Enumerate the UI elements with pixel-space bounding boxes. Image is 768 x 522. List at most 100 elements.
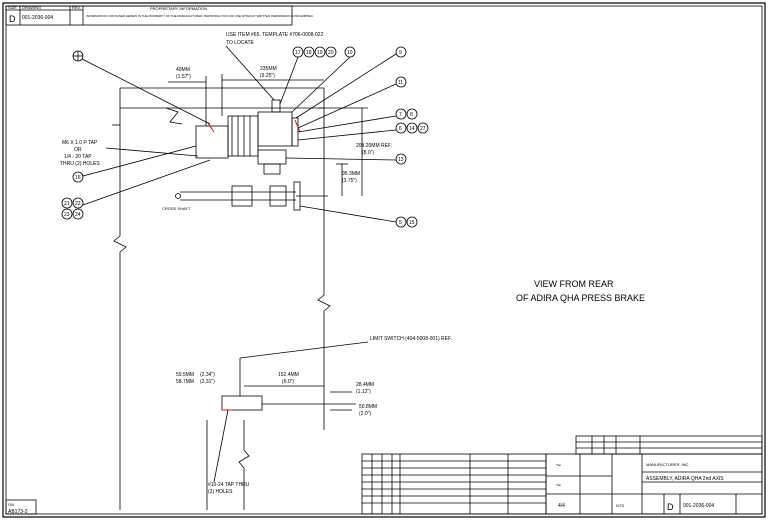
title-block-drawing-no: 001-2036-004: [683, 503, 714, 509]
limit-switch: LIMIT SWITCH (404-5008-001) REF. 59.5MM …: [176, 336, 452, 495]
dim-235mm: 235MM (9.25"): [221, 66, 324, 116]
proprietary-banner: PROPRIETARY INFORMATION: [150, 6, 207, 11]
title-block-scale: NTS: [616, 503, 624, 508]
balloon-6: 6: [395, 122, 407, 134]
template-note-line1: USE ITEM #65, TEMPLATE #706-0008-022: [226, 32, 324, 38]
dim-50mm-inch: (2.0"): [359, 411, 371, 417]
template-note-line2: TO LOCATE: [226, 40, 255, 46]
balloon-19: 19: [314, 46, 326, 58]
balloon-21: 21: [61, 197, 73, 209]
svg-text:14: 14: [409, 126, 415, 132]
proprietary-notice: INFORMATION CONTAINED HEREIN IS THE PROP…: [86, 14, 314, 18]
svg-text:6: 6: [399, 126, 402, 132]
svg-text:13: 13: [398, 157, 404, 163]
view-label-line2: OF ADIRA QHA PRESS BRAKE: [516, 293, 645, 303]
dim-40mm: 40MM (1.57"): [168, 67, 207, 126]
dim-50mm-value: 50.8MM: [359, 404, 377, 410]
drawing-number: 001-2036-004: [22, 15, 53, 21]
balloon-14: 14: [406, 122, 418, 134]
svg-text:22: 22: [75, 201, 81, 207]
sheet-ref-value: AB173-2: [8, 509, 28, 515]
balloon-8: 8: [406, 108, 418, 120]
tap-note: M6 X 1.0 P TAP OR 1/4 - 20 TAP THRU (2) …: [60, 140, 199, 167]
svg-text:16: 16: [75, 175, 81, 181]
tolerance-symbol-2: ~: [556, 480, 561, 490]
tap-line2: OR: [74, 147, 82, 153]
balloon-11: 11: [395, 76, 407, 88]
cross-shaft-label: CROSS SHAFT: [162, 206, 191, 211]
company-name: MANUFACTURER, INC.: [646, 462, 690, 467]
balloon-9: 9: [395, 46, 407, 58]
svg-text:7: 7: [399, 112, 402, 118]
dim-28mm-value: 28.4MM: [356, 382, 374, 388]
dim-203mm-value: 203.20MM: [356, 143, 380, 149]
tap-line1: M6 X 1.0 P TAP: [62, 140, 98, 146]
title-block-sheet: 4/4: [558, 503, 565, 509]
view-label-line1: VIEW FROM REAR: [534, 279, 614, 289]
svg-text:5: 5: [399, 220, 402, 226]
balloon-17: 17: [292, 46, 304, 58]
dim-152mm-inch: (6.0"): [282, 379, 294, 385]
datum-symbol: [72, 50, 211, 125]
limit-switch-note: LIMIT SWITCH (404-5008-001) REF.: [370, 336, 452, 342]
svg-text:8: 8: [410, 112, 413, 118]
tolerance-symbol-1: ~: [556, 460, 561, 470]
svg-text:10: 10: [347, 50, 353, 56]
drawing-header: DRAWING: [22, 5, 41, 10]
svg-text:19: 19: [317, 50, 323, 56]
motor-assembly: [195, 99, 301, 175]
balloon-18: 18: [303, 46, 315, 58]
sheet-ref: ON AB173-2: [5, 499, 37, 515]
dim-235mm-value: 235MM: [260, 66, 277, 72]
balloon-16: 16: [72, 171, 84, 183]
dim-59mm-value: 59.5MM: [176, 372, 194, 378]
dim-203mm-inch: (8.0"): [362, 150, 374, 156]
balloon-22: 22: [72, 197, 84, 209]
balloon-group: 17 18 19 20 10 9 11 7 8 6 14 27 13 16 21…: [61, 46, 429, 228]
svg-text:21: 21: [64, 201, 70, 207]
balloon-27: 27: [417, 122, 429, 134]
svg-text:9: 9: [399, 50, 402, 56]
dim-58mm-inch: (2.31"): [200, 379, 215, 385]
rev-header: REV.: [72, 5, 81, 10]
svg-text:11: 11: [398, 80, 403, 86]
title-block-size: D: [667, 502, 674, 512]
dim-40mm-inch: (1.57"): [176, 74, 191, 80]
template-note: USE ITEM #65, TEMPLATE #706-0008-022 TO …: [225, 32, 324, 101]
assembly-title: ASSEMBLY, ADIRA QHA 2nd AXIS: [646, 476, 724, 482]
svg-text:20: 20: [328, 50, 334, 56]
size-value: D: [9, 14, 16, 24]
cross-shaft: CROSS SHAFT: [162, 181, 328, 211]
dim-235mm-inch: (9.25"): [260, 73, 275, 79]
title-block: ~ ~ MANUFACTURER, INC. ASSEMBLY, ADIRA Q…: [361, 435, 763, 515]
svg-text:17: 17: [295, 50, 301, 56]
balloon-7: 7: [395, 108, 407, 120]
balloon-15: 15: [406, 216, 418, 228]
svg-text:24: 24: [75, 212, 81, 218]
bottom-tap-note: #10-24 TAP THRU: [208, 482, 250, 488]
dim-203mm-ref: REF.: [381, 143, 392, 149]
dim-95mm-value: 95.3MM: [342, 171, 360, 177]
balloon-13: 13: [395, 153, 407, 165]
dim-152mm-value: 152.4MM: [278, 372, 299, 378]
dim-28mm-inch: (1.12"): [356, 389, 371, 395]
balloon-10: 10: [344, 46, 356, 58]
balloon-5: 5: [395, 216, 407, 228]
view-label: VIEW FROM REAR OF ADIRA QHA PRESS BRAKE: [516, 279, 645, 303]
svg-text:27: 27: [420, 126, 426, 132]
sheet-ref-prefix: ON: [8, 502, 14, 507]
tap-line4: THRU (2) HOLES: [60, 161, 100, 167]
svg-text:15: 15: [409, 220, 415, 226]
dim-vertical: 203.20MM REF. (8.0") 95.3MM (3.75"): [318, 107, 392, 196]
balloon-23: 23: [61, 208, 73, 220]
top-title-block: SIZE D DRAWING 001-2036-004 REV. PROPRIE…: [5, 5, 314, 26]
svg-text:18: 18: [306, 50, 312, 56]
tap-line3: 1/4 - 20 TAP: [64, 154, 92, 160]
bottom-tap-holes: (2) HOLES: [208, 489, 233, 495]
dim-59mm-inch: (2.34"): [200, 372, 215, 378]
dim-40mm-value: 40MM: [176, 67, 190, 73]
size-header: SIZE: [8, 5, 17, 10]
dim-95mm-inch: (3.75"): [342, 178, 357, 184]
